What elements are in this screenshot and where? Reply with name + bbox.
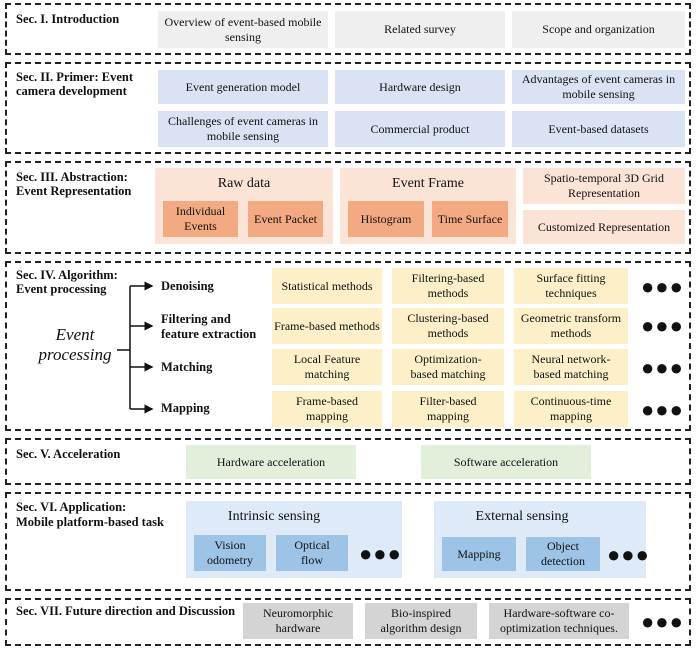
section-title: Sec. VII. Future direction and Discussio…: [16, 604, 236, 618]
box-hardware-design: Hardware design: [335, 70, 505, 104]
ellipsis: ●●●: [607, 542, 650, 567]
section-title: Event Representation: [16, 184, 132, 198]
ellipsis: ●●●: [641, 355, 684, 380]
section-title: Mobile platform-based task: [16, 515, 164, 529]
box-challenges: Challenges of event cameras in mobile se…: [158, 111, 328, 147]
cell-filter-based-mapping: Filter-based mapping: [392, 391, 504, 427]
box-software-acceleration: Software acceleration: [421, 445, 591, 479]
section-title: Sec. V. Acceleration: [16, 447, 121, 461]
box-optical-flow: Optical flow: [276, 535, 348, 571]
box-related-survey: Related survey: [335, 11, 505, 48]
box-hardware-acceleration: Hardware acceleration: [186, 445, 356, 479]
ellipsis: ●●●: [641, 609, 684, 634]
row-label-text: Mapping: [161, 401, 210, 415]
section-acceleration: [5, 438, 691, 485]
box-3d-grid: Spatio-temporal 3D Grid Representation: [523, 168, 685, 204]
cell-frame-based: Frame-based methods: [272, 308, 382, 344]
box-neuromorphic: Neuromorphic hardware: [243, 603, 353, 639]
row-label-matching: Matching: [161, 360, 212, 375]
cell-surface-fitting: Surface fitting techniques: [514, 268, 628, 304]
box-scope: Scope and organization: [512, 11, 685, 48]
cell-frame-based-mapping: Frame-based mapping: [272, 391, 382, 427]
box-vision-odometry: Vision odometry: [194, 535, 266, 571]
cell-geometric-transform: Geometric transform methods: [514, 308, 628, 344]
box-individual-events: Individual Events: [163, 201, 238, 237]
section-title: Sec. I. Introduction: [16, 12, 120, 26]
box-hw-sw-cooptimization: Hardware-software co-optimization techni…: [489, 603, 629, 639]
section-future: [5, 598, 691, 646]
row-label-text: feature extraction: [161, 327, 257, 341]
section-title: Sec. III. Abstraction:: [16, 170, 128, 184]
event-processing-line2: processing: [38, 345, 112, 364]
cell-local-feature: Local Feature matching: [272, 349, 382, 385]
box-object-detection: Object detection: [526, 537, 600, 571]
section-title: Sec. IV. Algorithm:: [16, 268, 118, 282]
box-time-surface: Time Surface: [432, 201, 508, 237]
section-introduction: [5, 3, 691, 55]
ellipsis: ●●●: [641, 274, 684, 299]
cell-clustering-based: Clustering-based methods: [392, 308, 504, 344]
section-title: camera development: [16, 84, 127, 98]
box-event-generation: Event generation model: [158, 70, 328, 104]
section-application: [5, 492, 691, 591]
cell-statistical: Statistical methods: [272, 268, 382, 304]
box-datasets: Event-based datasets: [512, 111, 685, 147]
box-customized-representation: Customized Representation: [523, 210, 685, 244]
box-bio-inspired: Bio-inspired algorithm design: [365, 603, 477, 639]
external-sensing-label: External sensing: [475, 509, 569, 524]
ellipsis: ●●●: [641, 397, 684, 422]
box-mapping: Mapping: [442, 537, 516, 571]
box-event-packet: Event Packet: [248, 201, 323, 237]
section-title: Sec. II. Primer: Event: [16, 70, 133, 84]
row-label-denoising: Denoising: [161, 279, 214, 294]
cell-neural-network: Neural network-based matching: [514, 349, 628, 385]
box-advantages: Advantages of event cameras in mobile se…: [512, 70, 685, 104]
cell-continuous-time: Continuous-time mapping: [514, 391, 628, 427]
box-commercial-product: Commercial product: [335, 111, 505, 147]
section-abstraction: [5, 161, 691, 254]
row-label-text: Filtering and: [161, 312, 231, 326]
section-algorithm: [5, 261, 691, 431]
row-label-mapping: Mapping: [161, 401, 210, 416]
section-primer: [5, 62, 691, 154]
box-histogram: Histogram: [348, 201, 424, 237]
intrinsic-sensing-label: Intrinsic sensing: [227, 509, 321, 524]
row-label-text: Denoising: [161, 279, 214, 293]
ellipsis: ●●●: [641, 313, 684, 338]
box-overview: Overview of event-based mobile sensing: [158, 11, 328, 48]
section-title: Sec. VI. Application:: [16, 500, 127, 514]
row-label-filtering: Filtering and feature extraction: [161, 312, 256, 342]
event-frame-label: Event Frame: [392, 176, 464, 191]
event-processing-label: Event processing: [20, 325, 130, 365]
raw-data-label: Raw data: [217, 176, 271, 191]
event-processing-line1: Event: [55, 325, 95, 344]
section-title: Event processing: [16, 282, 107, 296]
cell-optimization-based: Optimization-based matching: [392, 349, 504, 385]
cell-filtering-based: Filtering-based methods: [392, 268, 504, 304]
row-label-text: Matching: [161, 360, 213, 374]
ellipsis: ●●●: [359, 541, 402, 566]
